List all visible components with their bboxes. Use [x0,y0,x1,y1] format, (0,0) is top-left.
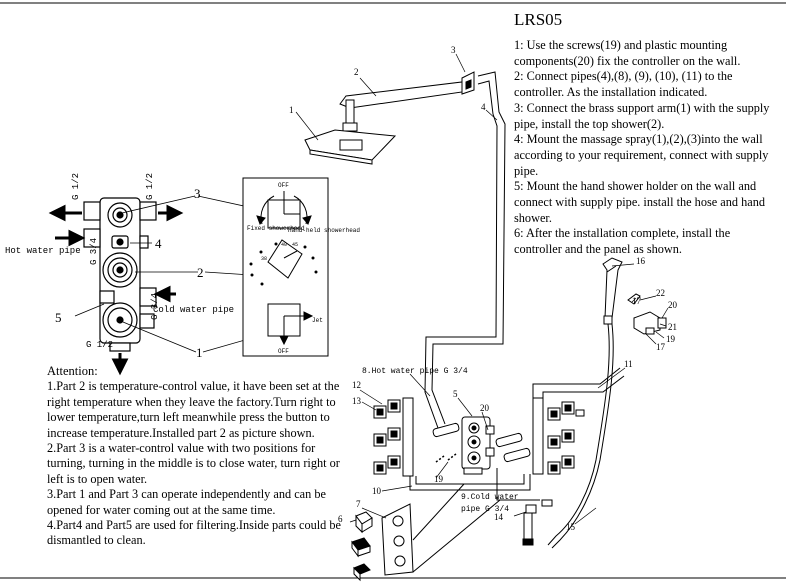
part-13: 13 [352,396,362,406]
part-17b: 17 [656,342,666,352]
part-19b: 19 [666,334,676,344]
valve-assembly [83,197,157,352]
part-2: 2 [354,67,359,77]
part-20b: 20 [668,300,678,310]
callout-4: 4 [155,236,162,251]
label-g-half-left: G 1/2 [71,173,81,200]
model-number: LRS05 [514,10,563,29]
part-9b: pipe G 3/4 [461,505,509,514]
part-14: 14 [494,512,504,522]
part-12: 12 [352,380,361,390]
flow-arrows [48,204,184,376]
supply-pipe-4 [424,71,506,429]
distribution-pipes [409,367,625,501]
part-3: 3 [451,45,456,55]
part-20a: 20 [480,403,490,413]
part-7: 7 [356,499,361,509]
label-g-half-bottom: G 1/2 [86,340,113,350]
label-g-34-left: G 3/4 [89,238,99,265]
valve-labels: G 1/2 G 1/2 G 3/4 G 3/4 G 1/2 Hot water … [5,173,234,350]
label-g-half-right: G 1/2 [145,173,155,200]
attention-notes: Attention: 1.Part 2 is temperature-contr… [47,364,347,549]
wall-controller [432,416,531,475]
right-callouts: 1 2 3 4 5 6 7 8.Hot water pipe G 3/4 9.C… [289,45,678,532]
part-17a: 17 [632,296,642,306]
label-hot-water-pipe: Hot water pipe [5,246,81,256]
instruction-step: 6: After the installation complete, inst… [514,226,731,257]
attention-title: Attention: [47,364,98,378]
label-g-34-right: G 3/4 [150,293,160,320]
part-6: 6 [338,514,343,524]
scale-0: 40 [281,242,287,248]
instruction-step: 5: Mount the hand shower holder on the w… [514,179,766,225]
part-15: 15 [566,522,576,532]
fitting-14 [522,504,537,546]
attention-item: 3.Part 1 and Part 3 can operate independ… [47,487,326,517]
label-off-top: OFF [278,182,289,189]
instruction-step: 2: Connect pipes(4),(8), (9), (10), (11)… [514,69,733,100]
part-21: 21 [668,322,677,332]
right-jet-units [532,397,585,475]
instruction-step: 1: Use the screws(19) and plastic mounti… [514,38,741,68]
scale-2: 45 [292,242,298,248]
callout-2: 2 [197,265,204,280]
part-8: 8.Hot water pipe G 3/4 [362,367,468,376]
callout-3: 3 [194,186,201,201]
part-19a: 19 [434,474,444,484]
knobs-6 [351,511,373,582]
instruction-step: 3: Connect the brass support arm(1) with… [514,100,770,131]
left-callouts: 3 4 2 5 1 [55,186,204,360]
label-cold-water-pipe: Cold water pipe [153,305,234,315]
screws-19 [435,453,457,463]
control-panel [242,177,329,357]
part-9a: 9.Cold water [461,493,519,502]
part-22: 22 [656,288,665,298]
part-10: 10 [372,486,382,496]
label-hand-held-showerhead: Hand-held showerhead [288,227,360,234]
attention-item: 4.Part4 and Part5 are used for filtering… [47,518,342,548]
attention-item: 2.Part 3 is a water-control value with t… [47,441,340,486]
part-11: 11 [624,359,633,369]
instruction-step: 4: Mount the massage spray(1),(2),(3)int… [514,132,769,178]
part-4: 4 [481,102,486,112]
dial-scale-ticks [249,242,318,286]
top-shower-callout-lines [295,53,498,141]
installation-instructions: 1: Use the screws(19) and plastic mounti… [514,38,780,258]
scale-1: 38 [261,256,267,262]
part-5: 5 [453,389,458,399]
top-shower [304,71,475,165]
right-callout-lines [349,263,669,525]
part-16: 16 [636,256,646,266]
dial-labels: OFF Fixed showerhead Hand-held showerhea… [247,182,360,355]
part-1: 1 [289,105,294,115]
callout-5: 5 [55,310,62,325]
hand-shower-holder [627,293,667,335]
hand-shower [541,257,623,549]
attention-item: 1.Part 2 is temperature-control value, i… [47,379,340,440]
label-fixed-showerhead: Fixed showerhead [247,225,305,232]
callout-1: 1 [196,345,203,360]
left-jet-units [373,397,414,477]
label-off-bottom: OFF [278,348,289,355]
label-jet: Jet [312,317,323,324]
cover-panel-7 [381,483,501,576]
